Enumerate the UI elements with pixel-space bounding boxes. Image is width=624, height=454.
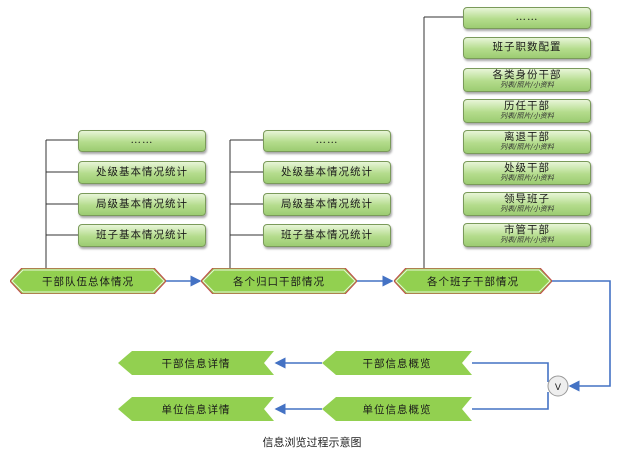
col3-item-title: 各类身份干部 <box>492 69 562 82</box>
col1-item-label: 处级基本情况统计 <box>96 165 188 178</box>
col3-item-sub: 列表/照片/小资料 <box>500 142 554 151</box>
col3-division-cadre-box[interactable]: 处级干部列表/照片/小资料 <box>463 161 591 185</box>
flow-arrows <box>166 275 611 415</box>
main-tag-label: 各个班子干部情况 <box>427 275 519 288</box>
unit-detail-tag[interactable]: 单位信息详情 <box>118 397 274 421</box>
col3-item-sub: 列表/照片/小资料 <box>500 235 554 244</box>
col1-division-stats-box[interactable]: 处级基本情况统计 <box>78 161 206 184</box>
col2-bureau-stats-box[interactable]: 局级基本情况统计 <box>263 193 391 216</box>
main-tag-overall[interactable]: 干部队伍总体情况 <box>10 268 166 294</box>
col3-item-title: 离退干部 <box>504 131 550 144</box>
main-tag-dept[interactable]: 各个归口干部情况 <box>201 268 357 294</box>
col1-more-box[interactable]: …… <box>78 130 206 152</box>
col3-team-quota-box[interactable]: 班子职数配置 <box>463 37 591 59</box>
col1-item-label: 班子基本情况统计 <box>96 228 188 241</box>
col3-item-sub: 列表/照片/小资料 <box>500 204 554 213</box>
col3-retired-cadre-box[interactable]: 离退干部列表/照片/小资料 <box>463 130 591 154</box>
col2-item-label: 局级基本情况统计 <box>281 197 373 210</box>
main-tag-label: 各个归口干部情况 <box>233 275 325 288</box>
unit-detail-label: 单位信息详情 <box>161 403 231 416</box>
main-tag-team[interactable]: 各个班子干部情况 <box>394 268 552 294</box>
col2-team-stats-box[interactable]: 班子基本情况统计 <box>263 224 391 247</box>
col2-more-box[interactable]: …… <box>263 130 391 152</box>
col3-item-sub: 列表/照片/小资料 <box>500 80 554 89</box>
col1-team-stats-box[interactable]: 班子基本情况统计 <box>78 224 206 247</box>
unit-overview-label: 单位信息概览 <box>362 403 432 416</box>
main-tag-label: 干部队伍总体情况 <box>42 275 134 288</box>
join-node <box>547 375 569 397</box>
col2-item-label: …… <box>315 134 339 147</box>
cadre-detail-tag[interactable]: 干部信息详情 <box>118 351 274 375</box>
col3-item-title: 领导班子 <box>504 193 550 206</box>
col3-city-cadre-box[interactable]: 市管干部列表/照片/小资料 <box>463 223 591 247</box>
col1-bracket <box>45 139 78 268</box>
col1-item-label: 局级基本情况统计 <box>96 197 188 210</box>
join-symbol: V <box>555 383 562 393</box>
col2-division-stats-box[interactable]: 处级基本情况统计 <box>263 161 391 184</box>
col3-more-box[interactable]: …… <box>463 7 591 29</box>
col2-bracket <box>229 139 263 268</box>
col3-former-cadre-box[interactable]: 历任干部列表/照片/小资料 <box>463 99 591 123</box>
diagram-caption: 信息浏览过程示意图 <box>262 436 362 449</box>
col3-item-title: …… <box>515 11 539 24</box>
col2-item-label: 处级基本情况统计 <box>281 165 373 178</box>
col3-item-title: 班子职数配置 <box>492 41 562 54</box>
col3-item-sub: 列表/照片/小资料 <box>500 111 554 120</box>
col3-item-title: 历任干部 <box>504 100 550 113</box>
col3-item-title: 市管干部 <box>504 224 550 237</box>
col3-identity-cadre-box[interactable]: 各类身份干部列表/照片/小资料 <box>463 68 591 92</box>
col1-bureau-stats-box[interactable]: 局级基本情况统计 <box>78 193 206 216</box>
col3-item-title: 处级干部 <box>504 162 550 175</box>
col3-item-sub: 列表/照片/小资料 <box>500 173 554 182</box>
cadre-overview-label: 干部信息概览 <box>362 357 432 370</box>
col2-item-label: 班子基本情况统计 <box>281 228 373 241</box>
col3-leadership-box[interactable]: 领导班子列表/照片/小资料 <box>463 192 591 216</box>
unit-overview-tag[interactable]: 单位信息概览 <box>322 397 472 421</box>
col1-item-label: …… <box>130 134 154 147</box>
cadre-detail-label: 干部信息详情 <box>161 357 231 370</box>
col3-bracket <box>423 16 463 268</box>
cadre-overview-tag[interactable]: 干部信息概览 <box>322 351 472 375</box>
